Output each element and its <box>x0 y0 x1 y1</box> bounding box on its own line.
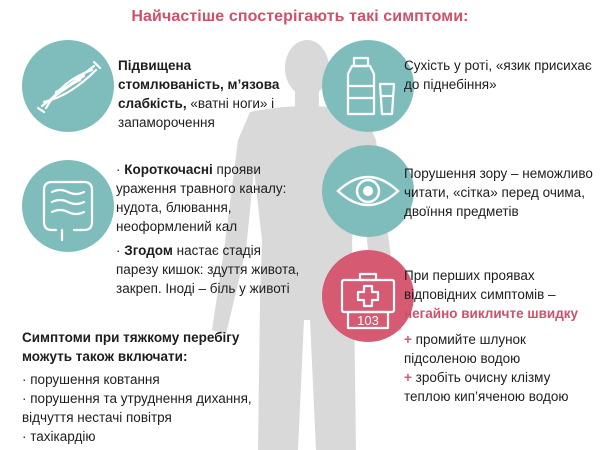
severe-item-1: · порушення ковтання <box>22 372 160 387</box>
emergency-actions: + промийте шлунок підсоленою водою + зро… <box>404 330 598 406</box>
muscle-circle <box>22 40 114 132</box>
muscle-icon <box>36 60 102 114</box>
digestive-paragraph-1: · Короткочасні прояви ураження травного … <box>116 162 287 234</box>
digestive-text: · Короткочасні прояви ураження травного … <box>116 160 306 298</box>
eye-circle <box>322 145 414 237</box>
emergency-circle: 103 <box>322 250 414 342</box>
page-title: Найчастіше спостерігають такі симптоми: <box>131 8 469 25</box>
eye-icon <box>336 175 400 207</box>
intestine-circle <box>22 160 114 252</box>
vision-text: Порушення зору – неможливо читати, «сітк… <box>404 166 593 219</box>
digestive-paragraph-2: · Згодом настає стадія парезу кишок: зду… <box>116 243 300 296</box>
dry-mouth-text: Сухість у роті, «язик присихає до піднеб… <box>404 58 592 92</box>
intestine-icon <box>42 180 94 242</box>
water-bottle-icon <box>346 56 396 116</box>
severe-list: · порушення ковтання · порушення та утру… <box>22 370 292 446</box>
fatigue-text: Підвищена стомлюваність, м’язова слабкіс… <box>118 58 280 130</box>
emergency-number: 103 <box>357 313 379 328</box>
severe-item-3: · тахікардію <box>22 429 96 444</box>
severe-item-2: · порушення та утруднення дихання, відчу… <box>22 391 252 425</box>
first-aid-kit-icon: 103 <box>340 272 396 330</box>
emergency-text: При перших проявах відповідних симптомів… <box>404 268 579 321</box>
action-item-2: + зробіть очисну клізму теплою кип’ячено… <box>404 370 569 404</box>
severe-heading: Симптоми при тяжкому перебігу можуть так… <box>22 330 240 364</box>
bottle-circle <box>322 40 414 132</box>
action-item-1: + промийте шлунок підсоленою водою <box>404 332 526 366</box>
